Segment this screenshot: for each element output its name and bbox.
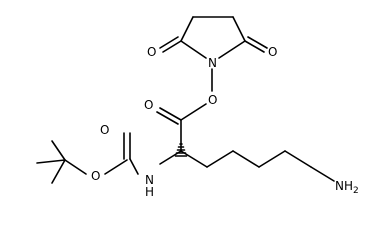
bond-tbu-up: [51, 140, 66, 161]
bond-boc-c-o-ether: [104, 159, 128, 175]
boc-group: [36, 132, 182, 184]
bond-o-tbu: [64, 159, 87, 175]
chemical-structure: O O N O O O O N H NH2: [36, 16, 359, 199]
atom-n-succinimide: N: [208, 56, 217, 70]
bond-ring-right-c-n: [218, 40, 246, 59]
atom-o-ring-left: O: [147, 45, 156, 59]
bond-o-carbonyl-c: [180, 103, 207, 121]
bond-nh-carbonyl-c: [129, 158, 139, 175]
bond-c4-c5: [284, 150, 312, 168]
bond-ring-right-carbonyl-b: [247, 36, 268, 49]
bond-alpha-nh: [159, 150, 182, 165]
bond-alpha-c1: [180, 150, 208, 168]
atom-n-amide: N: [145, 173, 154, 187]
atom-o-ester-link: O: [208, 93, 217, 107]
amine-subscript: 2: [353, 186, 359, 196]
atom-nh2-amine: NH2: [335, 179, 359, 196]
bond-ring-left-c-ch2: [180, 16, 194, 42]
bond-ring-right-c-ch2: [232, 16, 246, 42]
bond-c2-c3: [232, 150, 260, 168]
ester-linkage: [156, 68, 213, 152]
bond-tbu-left: [36, 159, 66, 164]
bond-c3-c4: [258, 150, 286, 168]
atom-o-ring-right: O: [268, 45, 277, 59]
bond-c5-n: [310, 166, 335, 182]
bond-ring-left-c-n: [180, 40, 207, 59]
amine-label: NH: [335, 179, 353, 193]
atom-o-carbamate-carbonyl: O: [100, 123, 109, 137]
side-chain: [180, 150, 335, 182]
bond-carbonyl-c-o-b: [156, 111, 179, 125]
bond-c1-c2: [206, 150, 234, 168]
bond-tbu-down: [51, 159, 66, 184]
atom-h-amide: H: [145, 185, 154, 199]
atom-labels: O O N O O O O N H NH2: [91, 45, 359, 199]
bond-ring-left-carbonyl-b: [159, 36, 179, 49]
succinimide-ring: [159, 16, 268, 59]
bond-carbonyl-c-o-a: [159, 107, 182, 121]
bond-ring-left-carbonyl-a: [162, 40, 182, 53]
atom-o-carbamate-ether: O: [91, 169, 100, 183]
atom-o-ester-carbonyl: O: [144, 98, 153, 112]
bond-ring-right-carbonyl-a: [244, 40, 265, 53]
